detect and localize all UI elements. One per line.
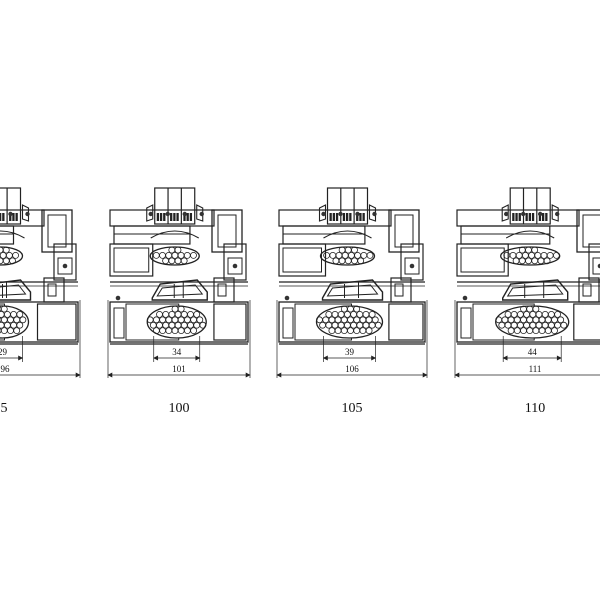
main-insulation [495,305,570,339]
sash-profile [278,209,420,253]
upper-insulation [500,246,561,266]
profile-section-4: 44 111 110 [454,187,600,416]
glazing-unit [318,187,377,225]
outer-dimension-label: 106 [345,364,359,374]
inner-dimension-label: 39 [345,347,355,357]
main-insulation [146,305,207,339]
glazing-unit [146,187,204,225]
outer-dimension-label: 101 [172,364,186,374]
series-label: 110 [525,401,545,416]
sash-profile [109,209,243,253]
series-label: 100 [169,401,190,416]
inner-dimension-label: 34 [172,347,182,357]
dimension-lines [276,300,428,378]
outer-dimension-label: 111 [529,364,542,374]
profile-section-1: 29 96 5 [0,187,81,416]
inner-dimension-label: 29 [0,347,8,357]
glazing-unit [501,187,560,225]
dimension-lines [107,300,251,378]
upper-insulation [0,246,24,266]
upper-insulation [319,246,376,266]
thermal-break-strut [321,277,412,303]
thermal-break-strut [502,277,600,303]
sash-profile [456,209,600,253]
profile-section-2: 34 101 100 [107,187,251,416]
main-insulation [0,305,30,339]
upper-insulation [149,246,200,266]
series-label: 5 [1,401,8,416]
outer-dimension-label: 96 [1,364,11,374]
main-insulation [315,305,384,339]
dimension-lines [454,300,600,378]
glazing-unit [0,187,30,225]
inner-dimension-label: 44 [528,347,538,357]
sash-profile [0,209,73,253]
profile-section-3: 39 106 105 [276,187,428,416]
series-label: 105 [342,401,363,416]
dimension-lines [0,300,81,378]
